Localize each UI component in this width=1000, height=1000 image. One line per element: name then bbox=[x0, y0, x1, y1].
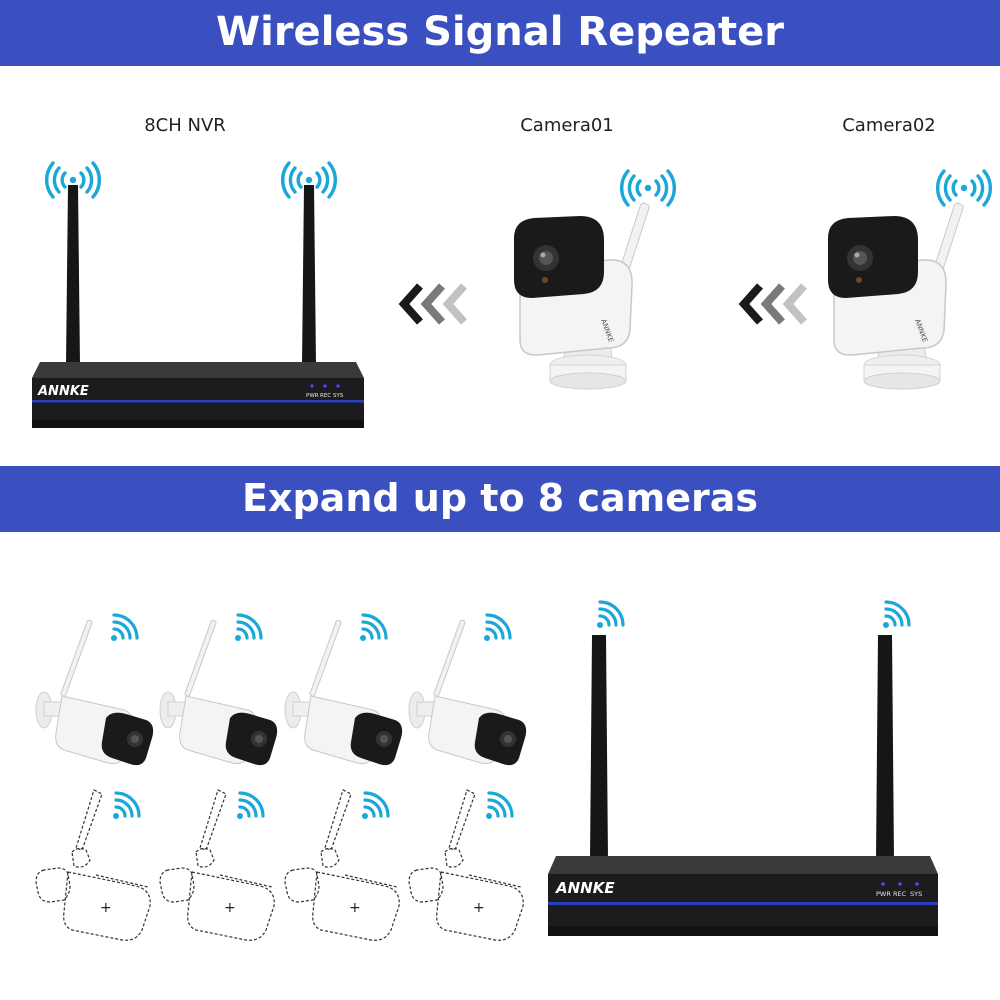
wireless-signal-repeater-banner: Wireless Signal Repeater bbox=[0, 0, 1000, 66]
antenna bbox=[876, 635, 894, 860]
wifi-signal-icon bbox=[111, 791, 141, 821]
led-pwr: PWR bbox=[306, 393, 319, 399]
led-sys: SYS bbox=[333, 393, 344, 399]
led-pwr: PWR bbox=[876, 890, 891, 898]
wifi-signal-icon bbox=[619, 169, 677, 207]
installed-camera bbox=[284, 613, 403, 766]
empty-camera-slot: + bbox=[35, 789, 151, 941]
wifi-signal-icon bbox=[358, 613, 388, 643]
installed-camera bbox=[35, 613, 154, 766]
nvr-stripe bbox=[548, 902, 938, 905]
wifi-signal-icon bbox=[881, 600, 911, 630]
wifi-signal-icon bbox=[109, 613, 139, 643]
antenna bbox=[590, 635, 608, 860]
led-rec: REC bbox=[893, 890, 907, 898]
camera01: ANNKE bbox=[513, 169, 677, 390]
add-camera-mark: + bbox=[100, 900, 112, 916]
add-camera-mark: + bbox=[473, 900, 485, 916]
camera02: ANNKE bbox=[827, 169, 993, 390]
wifi-signal-icon bbox=[360, 791, 390, 821]
wifi-signal-icon bbox=[935, 169, 993, 207]
nvr-stripe bbox=[32, 400, 364, 403]
nvr-bottom: ANNKE PWR REC SYS bbox=[548, 600, 938, 936]
chevron-left-icon bbox=[398, 283, 467, 325]
wifi-signal-icon bbox=[484, 791, 514, 821]
nvr-brand-logo: ANNKE bbox=[555, 879, 615, 897]
add-camera-mark: + bbox=[349, 900, 361, 916]
antenna bbox=[66, 185, 80, 365]
expand-cameras-banner: Expand up to 8 cameras bbox=[0, 466, 1000, 532]
empty-camera-slot: + bbox=[284, 789, 400, 941]
led-rec: REC bbox=[320, 393, 331, 399]
add-camera-mark: + bbox=[224, 900, 236, 916]
wifi-signal-icon bbox=[235, 791, 265, 821]
empty-camera-slot: + bbox=[408, 789, 524, 941]
nvr-brand-logo: ANNKE bbox=[37, 384, 89, 399]
chevron-left-icon bbox=[738, 283, 807, 325]
wifi-signal-icon bbox=[233, 613, 263, 643]
nvr-body bbox=[32, 378, 364, 428]
wifi-signal-icon bbox=[595, 600, 625, 630]
installed-camera bbox=[408, 613, 527, 766]
nvr-label: 8CH NVR bbox=[144, 115, 226, 136]
camera01-label: Camera01 bbox=[520, 115, 614, 136]
wifi-signal-icon bbox=[482, 613, 512, 643]
nvr-top: ANNKE PWR REC SYS bbox=[32, 161, 364, 428]
empty-camera-slot: + bbox=[159, 789, 275, 941]
led-sys: SYS bbox=[910, 890, 922, 898]
antenna bbox=[302, 185, 316, 365]
camera02-label: Camera02 bbox=[842, 115, 936, 136]
installed-camera bbox=[159, 613, 278, 766]
